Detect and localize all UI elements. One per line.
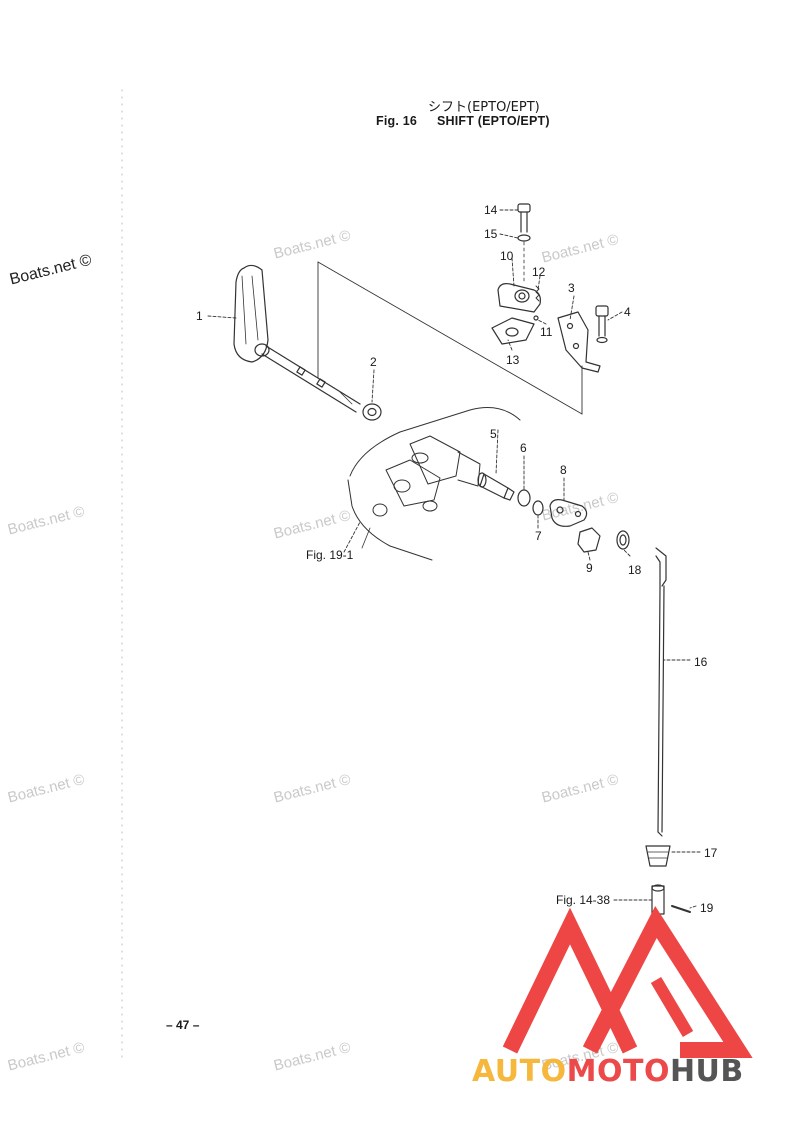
washer-15	[517, 234, 531, 242]
callout-part-13: 13	[506, 353, 520, 367]
callout-part-3: 3	[568, 281, 575, 295]
shift-pin-5	[477, 472, 515, 501]
grommet-17	[645, 845, 671, 867]
callout-part-9: 9	[586, 561, 593, 575]
logo-inner-stroke	[650, 976, 694, 1038]
leader-line	[317, 261, 583, 415]
logo-right-peak	[582, 905, 753, 1058]
logo-left-peak	[502, 907, 638, 1054]
nut-9	[577, 527, 601, 553]
callout-part-4: 4	[624, 305, 631, 319]
figure-title: Fig. 16 SHIFT (EPTO/EPT)	[376, 114, 550, 128]
bolt-14	[517, 203, 531, 233]
brand-moto: MOTO	[566, 1054, 670, 1089]
callout-part-8: 8	[560, 463, 567, 477]
engine-block-outline	[347, 407, 521, 561]
ball-11	[533, 315, 539, 321]
reference-fig-14-38: Fig. 14-38	[556, 893, 611, 907]
pin-19	[671, 905, 691, 913]
shift-rod-16	[655, 547, 667, 837]
washer-7	[532, 500, 544, 516]
washer-6	[517, 489, 531, 507]
figure-title-japanese: シフト(EPTO/EPT)	[428, 100, 540, 115]
ring-18	[616, 530, 630, 550]
shift-lever	[233, 264, 270, 363]
bolt-4	[595, 305, 609, 344]
callout-part-18: 18	[628, 563, 642, 577]
nut-2	[362, 403, 382, 421]
callout-part-11: 11	[540, 325, 553, 339]
gasket-13	[491, 317, 535, 345]
callout-part-16: 16	[694, 655, 708, 669]
callout-part-7: 7	[535, 529, 542, 543]
callout-part-1: 1	[196, 309, 203, 323]
reference-fig-19-1: Fig. 19-1	[306, 548, 354, 562]
automotohub-logo-icon	[502, 905, 753, 1058]
callout-part-2: 2	[370, 355, 377, 369]
callout-part-12: 12	[532, 265, 546, 279]
shift-arm-8	[549, 499, 588, 527]
lower-coupling	[651, 884, 665, 915]
brand-auto: AUTO	[472, 1054, 567, 1089]
brand-hub: HUB	[669, 1054, 744, 1089]
callout-part-10: 10	[500, 249, 514, 263]
callout-leaders	[207, 209, 701, 909]
figure-number: Fig. 16	[376, 114, 417, 128]
callout-part-15: 15	[484, 227, 498, 241]
holder-10	[497, 283, 541, 313]
page-number: – 47 –	[166, 1018, 200, 1032]
shift-shaft	[261, 345, 361, 413]
figure-title-english: SHIFT (EPTO/EPT)	[437, 114, 550, 128]
bracket-3	[557, 311, 601, 373]
callout-part-19: 19	[700, 901, 714, 915]
brand-wordmark: AUTOMOTOHUB	[472, 1054, 744, 1089]
callout-part-14: 14	[484, 203, 498, 217]
callout-part-17: 17	[704, 846, 718, 860]
callout-part-5: 5	[490, 427, 497, 441]
callout-part-6: 6	[520, 441, 527, 455]
